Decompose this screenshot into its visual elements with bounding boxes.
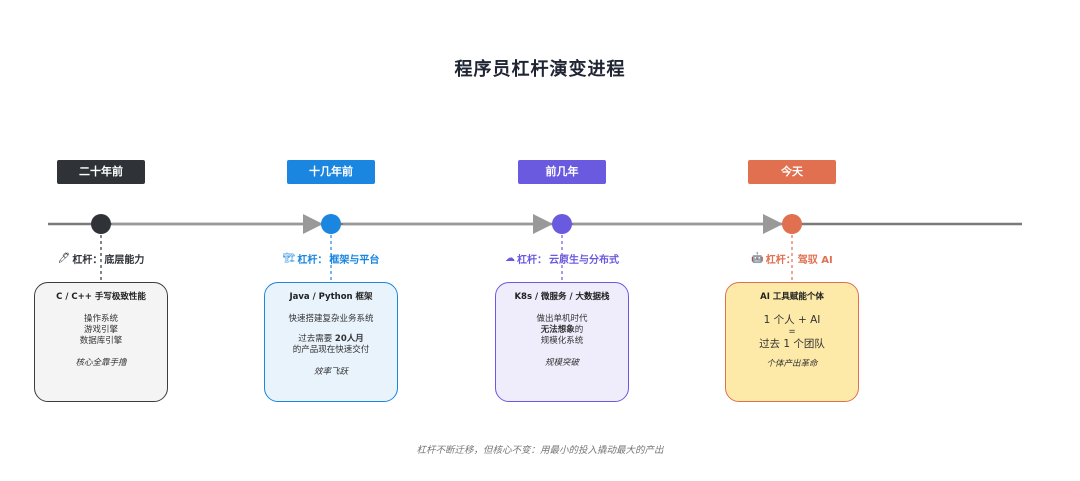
page-title: 程序员杠杆演变进程 xyxy=(454,59,626,80)
robot-icon: 🤖 xyxy=(751,253,764,264)
era-tag-1: 二十年前 xyxy=(57,160,145,184)
card-title: AI 工具赋能个体 xyxy=(760,292,824,302)
card-footnote: 规模突破 xyxy=(544,358,579,368)
era-card-3: K8s / 微服务 / 大数据栈 做出单机时代 无法想象的 规模化系统 规模突破 xyxy=(495,282,629,402)
lever-prefix: 杠杆： xyxy=(297,255,328,266)
card-line: 1 个人 + AI xyxy=(763,314,821,326)
cloud-icon: ☁ xyxy=(505,253,515,264)
lever-label-3: ☁ 杠杆： 云原生与分布式 xyxy=(462,251,662,266)
lever-value: 驾驭 AI xyxy=(797,255,833,266)
era-tag-2: 十几年前 xyxy=(287,160,375,184)
card-line: 规模化系统 xyxy=(540,336,584,346)
lever-prefix: 杠杆： xyxy=(517,255,547,266)
card-footnote: 效率飞跃 xyxy=(313,367,348,377)
card-line: 的产品现在快速交付 xyxy=(292,345,370,355)
era-card-2: Java / Python 框架 快速搭建复杂业务系统 过去需要 20人月 的产… xyxy=(264,282,398,402)
milestone-dot-4 xyxy=(782,214,802,234)
card-line: 游戏引擎 xyxy=(83,325,118,335)
lever-value: 云原生与分布式 xyxy=(549,255,619,266)
era-tag-3: 前几年 xyxy=(518,160,606,184)
card-line: 做出单机时代 xyxy=(536,314,588,324)
milestone-dot-2 xyxy=(321,214,341,234)
card-line: 操作系统 xyxy=(83,314,118,324)
card-title: C / C++ 手写极致性能 xyxy=(56,292,146,302)
card-line: = xyxy=(788,327,796,337)
card-footnote: 核心全靠手撸 xyxy=(75,358,127,368)
pen-icon: 🖊 xyxy=(57,253,71,264)
lever-prefix: 杠杆： xyxy=(765,255,796,266)
lever-value: 框架与平台 xyxy=(329,255,380,266)
card-footnote: 个体产出革命 xyxy=(766,359,818,369)
lever-value: 底层能力 xyxy=(104,255,145,266)
lever-label-4: 🤖 杠杆： 驾驭 AI xyxy=(692,251,892,266)
card-line: 快速搭建复杂业务系统 xyxy=(288,314,374,324)
era-card-4: AI 工具赋能个体 1 个人 + AI = 过去 1 个团队 个体产出革命 xyxy=(725,282,859,402)
lever-prefix: 杠杆： xyxy=(72,255,103,266)
card-line: 过去 1 个团队 xyxy=(759,338,825,350)
milestone-dot-3 xyxy=(552,214,572,234)
lever-label-2: 🏗 杠杆： 框架与平台 xyxy=(231,251,431,266)
era-card-1: C / C++ 手写极致性能 操作系统 游戏引擎 数据库引擎 核心全靠手撸 xyxy=(34,282,168,402)
construction-icon: 🏗 xyxy=(282,253,296,264)
footer-note: 杠杆不断迁移，但核心不变：用最小的投入撬动最大的产出 xyxy=(416,445,664,456)
card-line: 无法想象的 xyxy=(540,325,584,335)
card-title: Java / Python 框架 xyxy=(289,292,373,302)
era-tag-4: 今天 xyxy=(748,160,836,184)
lever-label-1: 🖊 杠杆： 底层能力 xyxy=(1,251,201,266)
card-line: 过去需要 20人月 xyxy=(298,334,364,344)
milestone-dot-1 xyxy=(91,214,111,234)
card-line: 数据库引擎 xyxy=(79,336,123,346)
card-title: K8s / 微服务 / 大数据栈 xyxy=(514,292,610,302)
